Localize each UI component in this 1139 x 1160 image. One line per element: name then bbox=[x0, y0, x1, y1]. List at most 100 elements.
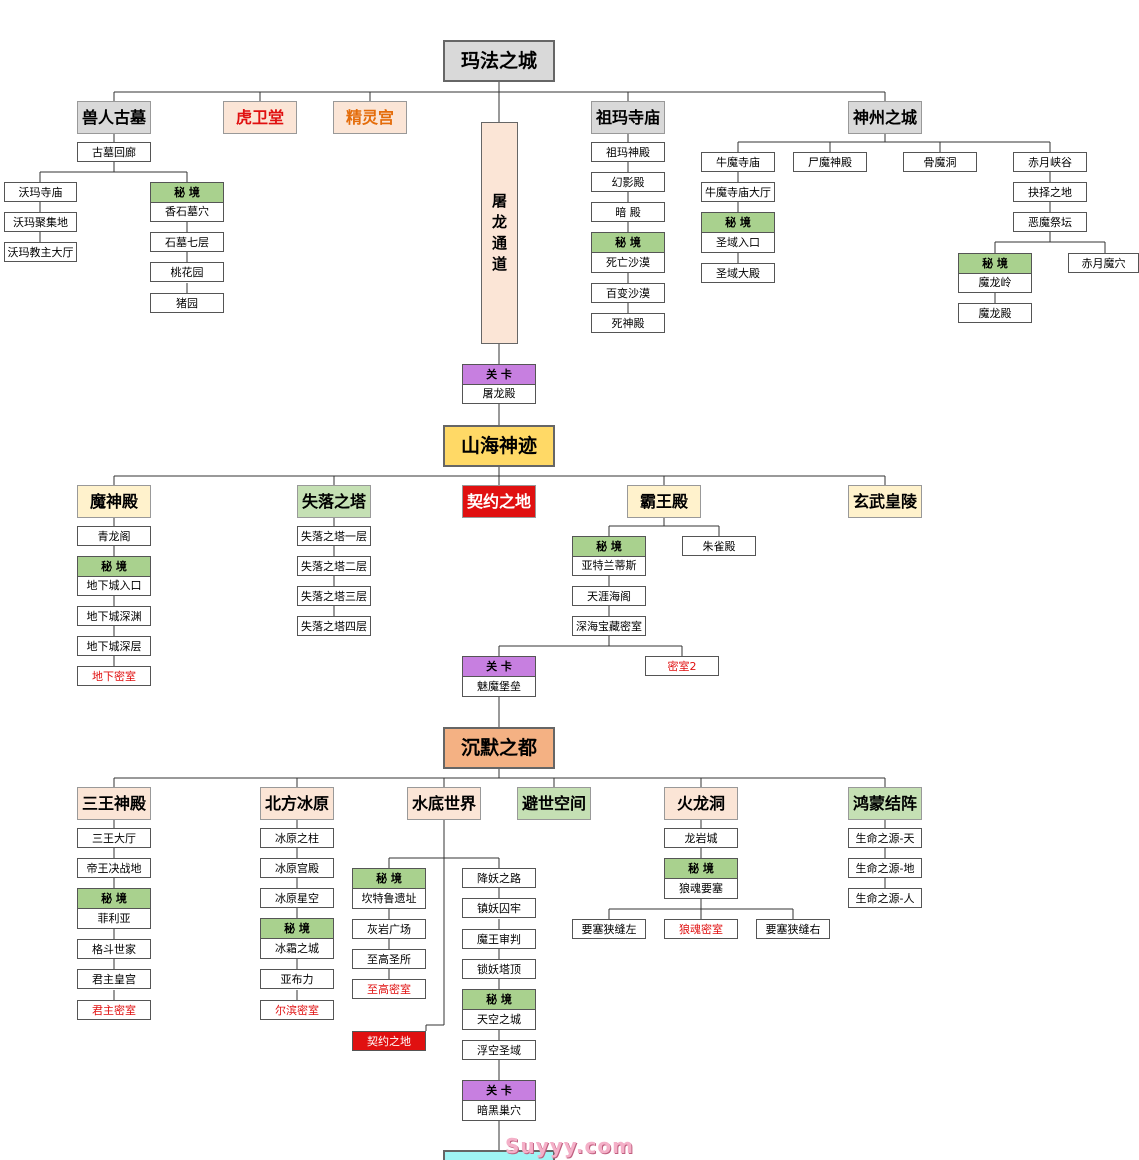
node-life-source-earth[interactable]: 生命之源-地 bbox=[848, 858, 922, 878]
secret-incense-tomb[interactable]: 秘 境 香石墓穴 bbox=[150, 182, 224, 222]
section-orc-tomb[interactable]: 兽人古墓 bbox=[77, 101, 151, 134]
node-lost-tower-3[interactable]: 失落之塔三层 bbox=[297, 586, 371, 606]
node-red-moon-lair[interactable]: 赤月魔穴 bbox=[1068, 253, 1139, 273]
node-yabuli[interactable]: 亚布力 bbox=[260, 969, 334, 989]
secret-tag: 秘 境 bbox=[665, 859, 737, 879]
node-monarch-vault[interactable]: 君主密室 bbox=[77, 1000, 151, 1020]
region-title-silent-city[interactable]: 沉默之都 bbox=[443, 727, 555, 769]
region-title-shanhai[interactable]: 山海神迹 bbox=[443, 425, 555, 467]
node-demon-king-judgment[interactable]: 魔王审判 bbox=[462, 929, 536, 949]
node-bull-temple-hall[interactable]: 牛魔寺庙大厅 bbox=[701, 182, 775, 202]
secret-holy-entrance[interactable]: 秘 境 圣域入口 bbox=[701, 212, 775, 253]
node-monarch-palace[interactable]: 君主皇宫 bbox=[77, 969, 151, 989]
section-shenzhou-city[interactable]: 神州之城 bbox=[848, 101, 922, 134]
node-supreme-sanctuary[interactable]: 至高圣所 bbox=[352, 949, 426, 969]
secret-dungeon-entrance[interactable]: 秘 境 地下城入口 bbox=[77, 556, 151, 596]
node-dungeon-deep[interactable]: 地下城深层 bbox=[77, 636, 151, 656]
node-tomb-corridor[interactable]: 古墓回廊 bbox=[77, 142, 151, 162]
node-stone-tomb-7[interactable]: 石墓七层 bbox=[150, 232, 224, 252]
node-ice-palace[interactable]: 冰原宫殿 bbox=[260, 858, 334, 878]
secret-wolf-soul-fortress[interactable]: 秘 境 狼魂要塞 bbox=[664, 858, 738, 899]
node-demon-prison[interactable]: 镇妖囚牢 bbox=[462, 898, 536, 918]
node-demon-altar[interactable]: 恶魔祭坛 bbox=[1013, 212, 1087, 232]
section-fire-dragon-cave[interactable]: 火龙洞 bbox=[664, 787, 738, 820]
node-contract-land-2[interactable]: 契约之地 bbox=[352, 1031, 426, 1051]
node-woma-gathering[interactable]: 沃玛聚集地 bbox=[4, 212, 77, 232]
node-lost-tower-2[interactable]: 失落之塔二层 bbox=[297, 556, 371, 576]
node-demon-tower-top[interactable]: 锁妖塔顶 bbox=[462, 959, 536, 979]
node-life-source-human[interactable]: 生命之源-人 bbox=[848, 888, 922, 908]
dragon-slayer-passage[interactable]: 屠 龙 通 道 bbox=[481, 122, 518, 344]
secret-name: 菲利亚 bbox=[78, 909, 150, 928]
gate-dark-nest[interactable]: 关 卡 暗黑巢穴 bbox=[462, 1080, 536, 1121]
secret-demon-dragon-ridge[interactable]: 秘 境 魔龙岭 bbox=[958, 253, 1032, 293]
node-floating-sanctuary[interactable]: 浮空圣域 bbox=[462, 1040, 536, 1060]
node-dragon-rock-city[interactable]: 龙岩城 bbox=[664, 828, 738, 848]
secret-tag: 秘 境 bbox=[353, 869, 425, 889]
section-elf-palace[interactable]: 精灵宫 bbox=[333, 101, 407, 134]
node-lost-tower-1[interactable]: 失落之塔一层 bbox=[297, 526, 371, 546]
node-peach-garden[interactable]: 桃花园 bbox=[150, 262, 224, 282]
section-contract-land[interactable]: 契约之地 bbox=[462, 485, 536, 518]
secret-name: 天空之城 bbox=[463, 1010, 535, 1029]
secret-death-desert[interactable]: 秘 境 死亡沙漠 bbox=[591, 232, 665, 273]
node-pig-garden[interactable]: 猪园 bbox=[150, 293, 224, 313]
node-bull-temple[interactable]: 牛魔寺庙 bbox=[701, 152, 775, 172]
secret-sky-city[interactable]: 秘 境 天空之城 bbox=[462, 989, 536, 1030]
section-three-kings-hall[interactable]: 三王神殿 bbox=[77, 787, 151, 820]
section-lost-tower[interactable]: 失落之塔 bbox=[297, 485, 371, 518]
node-holy-hall[interactable]: 圣域大殿 bbox=[701, 263, 775, 283]
node-bone-cave[interactable]: 骨魔洞 bbox=[903, 152, 977, 172]
secret-frost-city[interactable]: 秘 境 冰霜之城 bbox=[260, 918, 334, 959]
node-choice-land[interactable]: 抉择之地 bbox=[1013, 182, 1087, 202]
node-fortress-crevice-left[interactable]: 要塞狭缝左 bbox=[572, 919, 646, 939]
section-zuma-temple[interactable]: 祖玛寺庙 bbox=[591, 101, 665, 134]
node-demon-dragon-hall[interactable]: 魔龙殿 bbox=[958, 303, 1032, 323]
node-supreme-vault[interactable]: 至高密室 bbox=[352, 979, 426, 999]
secret-atlantis[interactable]: 秘 境 亚特兰蒂斯 bbox=[572, 536, 646, 576]
node-red-moon-canyon[interactable]: 赤月峡谷 bbox=[1013, 152, 1087, 172]
node-shifting-desert[interactable]: 百变沙漠 bbox=[591, 283, 665, 303]
node-azure-dragon-pavilion[interactable]: 青龙阁 bbox=[77, 526, 151, 546]
node-dark-hall[interactable]: 暗 殿 bbox=[591, 202, 665, 222]
node-fighting-family[interactable]: 格斗世家 bbox=[77, 939, 151, 959]
node-vermilion-bird-hall[interactable]: 朱雀殿 bbox=[682, 536, 756, 556]
section-secluded-space[interactable]: 避世空间 bbox=[517, 787, 591, 820]
node-lost-tower-4[interactable]: 失落之塔四层 bbox=[297, 616, 371, 636]
node-vault-2[interactable]: 密室2 bbox=[645, 656, 719, 676]
node-grey-rock-plaza[interactable]: 灰岩广场 bbox=[352, 919, 426, 939]
node-underground-vault[interactable]: 地下密室 bbox=[77, 666, 151, 686]
section-hongmeng-array[interactable]: 鸿蒙结阵 bbox=[848, 787, 922, 820]
gate-succubus-fortress[interactable]: 关 卡 魅魔堡垒 bbox=[462, 656, 536, 697]
node-fortress-crevice-right[interactable]: 要塞狭缝右 bbox=[756, 919, 830, 939]
node-life-source-heaven[interactable]: 生命之源-天 bbox=[848, 828, 922, 848]
section-underwater-world[interactable]: 水底世界 bbox=[407, 787, 481, 820]
node-ice-pillar[interactable]: 冰原之柱 bbox=[260, 828, 334, 848]
node-death-god-hall[interactable]: 死神殿 bbox=[591, 313, 665, 333]
node-sea-pavilion[interactable]: 天涯海阁 bbox=[572, 586, 646, 606]
node-woma-hall[interactable]: 沃玛教主大厅 bbox=[4, 242, 77, 262]
node-deep-sea-treasury[interactable]: 深海宝藏密室 bbox=[572, 616, 646, 636]
section-demon-god-hall[interactable]: 魔神殿 bbox=[77, 485, 151, 518]
node-dungeon-abyss[interactable]: 地下城深渊 bbox=[77, 606, 151, 626]
node-woma-temple[interactable]: 沃玛寺庙 bbox=[4, 182, 77, 202]
secret-name: 圣域入口 bbox=[702, 233, 774, 252]
node-emperor-battlefield[interactable]: 帝王决战地 bbox=[77, 858, 151, 878]
node-zuma-shrine[interactable]: 祖玛神殿 bbox=[591, 142, 665, 162]
section-xuanwu-mausoleum[interactable]: 玄武皇陵 bbox=[848, 485, 922, 518]
node-three-kings-lobby[interactable]: 三王大厅 bbox=[77, 828, 151, 848]
node-wolf-soul-vault[interactable]: 狼魂密室 bbox=[664, 919, 738, 939]
section-north-icefield[interactable]: 北方冰原 bbox=[260, 787, 334, 820]
next-region-box[interactable] bbox=[443, 1150, 555, 1160]
gate-dragon-slayer-hall[interactable]: 关 卡 屠龙殿 bbox=[462, 364, 536, 404]
node-demon-subduing-road[interactable]: 降妖之路 bbox=[462, 868, 536, 888]
section-tiger-guard[interactable]: 虎卫堂 bbox=[223, 101, 297, 134]
node-phantom-hall[interactable]: 幻影殿 bbox=[591, 172, 665, 192]
node-erbin-vault[interactable]: 尔滨密室 bbox=[260, 1000, 334, 1020]
section-overlord-hall[interactable]: 霸王殿 bbox=[627, 485, 701, 518]
secret-kantelu-ruins[interactable]: 秘 境 坎特鲁遗址 bbox=[352, 868, 426, 909]
node-corpse-shrine[interactable]: 尸魔神殿 bbox=[793, 152, 867, 172]
secret-philia[interactable]: 秘 境 菲利亚 bbox=[77, 888, 151, 929]
region-title-mafa[interactable]: 玛法之城 bbox=[443, 40, 555, 82]
node-ice-starry-sky[interactable]: 冰原星空 bbox=[260, 888, 334, 908]
